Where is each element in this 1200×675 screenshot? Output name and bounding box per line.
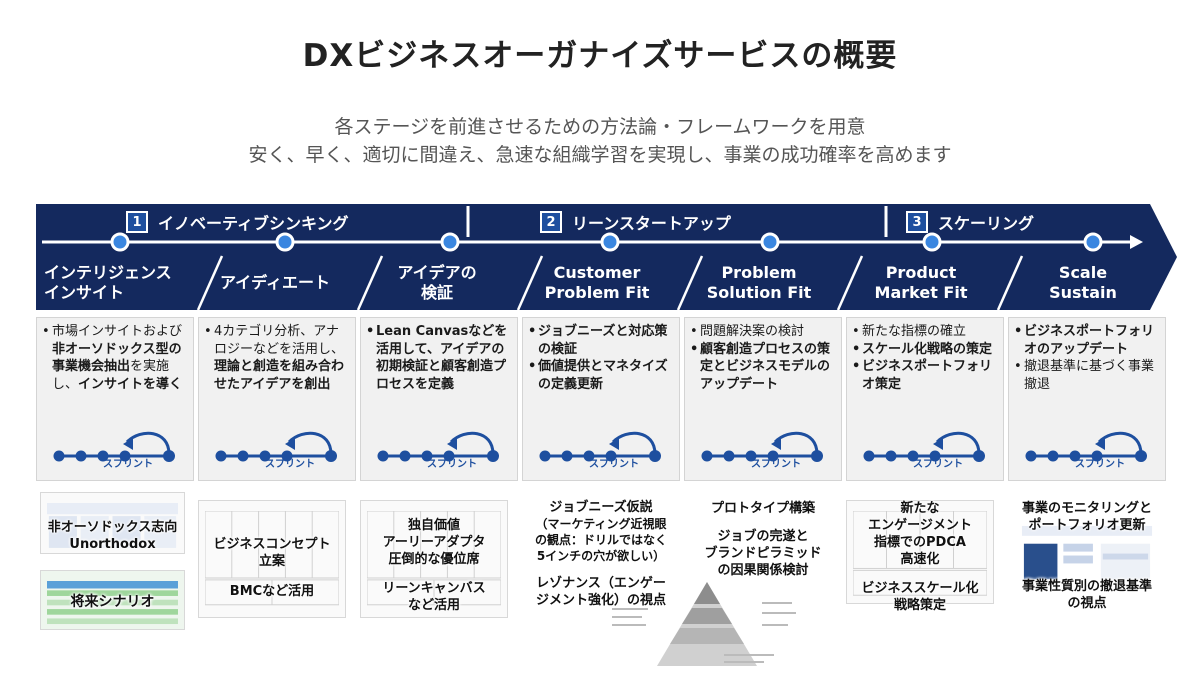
stage-panel-6: 新たな指標の確立 スケール化戦略の策定 ビジネスポートフォリオ策定 スプリント: [846, 317, 1004, 481]
page-title: DXビジネスオーガナイズサービスの概要: [302, 38, 898, 74]
caption-bmc: BMCなど活用: [229, 584, 315, 599]
stage-label-2: アイディエート: [219, 273, 331, 292]
phase-3-label: スケーリング: [938, 214, 1035, 233]
pyramid-note: [762, 602, 792, 604]
caption-prototype: プロトタイプ構築: [710, 501, 815, 516]
phase-2-label: リーンスタートアップ: [572, 214, 731, 233]
phase-2-number: 2: [540, 211, 562, 233]
phase-2: 2 リーンスタートアップ: [540, 211, 731, 233]
caption-business-concept: ビジネスコンセプト 立案: [213, 537, 331, 569]
caption-brand-pyramid: ジョブの完遂と ブランドピラミッド の因果関係検討: [704, 529, 822, 578]
stage-divider-3: [516, 255, 544, 311]
caption-scale-strategy: ビジネススケール化 戦略策定: [861, 581, 979, 613]
stage-panel-3: Lean Canvasなどを活用して、アイデアの初期検証と顧客創造プロセスを定義…: [360, 317, 518, 481]
milestone-dot-3: [440, 232, 460, 252]
stage-divider-2: [356, 255, 384, 311]
stage-divider-1: [196, 255, 224, 311]
panel-1-item-1: 市場インサイトおよび非オーソドックス型の事業機会抽出を実施し、インサイトを導く: [42, 323, 188, 393]
milestone-dot-2: [275, 232, 295, 252]
subtitle-line-2: 安く、早く、適切に間違え、急速な組織学習を実現し、事業の成功確率を高めます: [248, 144, 952, 166]
pyramid-note: [724, 654, 774, 656]
thumbnail-graphic: [205, 511, 339, 606]
caption-monitoring: 事業のモニタリングと ポートフォリオ更新: [1021, 501, 1152, 533]
caption-resonance: レゾナンス（エンゲー ジメント強化）の視点: [535, 576, 666, 608]
panel-6-item-3: ビジネスポートフォリオ策定: [852, 358, 998, 393]
thumbnail-graphic: [367, 511, 501, 606]
sprint-label: スプリント: [427, 459, 477, 470]
phase-1: 1 イノベーティブシンキング: [126, 211, 349, 233]
milestone-dot-6: [922, 232, 942, 252]
panel-7-item-2: 撤退基準に基づく事業撤退: [1014, 358, 1160, 393]
thumbnail-engagement: [846, 500, 994, 604]
process-banner: [36, 204, 1177, 311]
sprint-label: スプリント: [589, 459, 639, 470]
phase-3: 3 スケーリング: [906, 211, 1034, 233]
stage-panel-7: ビジネスポートフォリオのアップデート 撤退基準に基づく事業撤退 スプリント: [1008, 317, 1166, 481]
milestone-dot-7: [1083, 232, 1103, 252]
thumbnail-graphic: [47, 503, 178, 548]
panel-5-item-1: 問題解決案の検討: [690, 323, 836, 341]
caption-engagement-pdca: 新たな エンゲージメント 指標でのPDCA 高速化: [868, 501, 972, 567]
sprint-label: スプリント: [265, 459, 315, 470]
panel-3-item-1: Lean Canvasなどを活用して、アイデアの初期検証と顧客創造プロセスを定義: [366, 323, 512, 393]
thumbnail-graphic: [1021, 525, 1153, 580]
pyramid-note: [724, 661, 764, 663]
caption-unorthodox: 非オーソドックス志向 Unorthodox: [47, 520, 178, 552]
panel-6-item-1: 新たな指標の確立: [852, 323, 998, 341]
sprint-label: スプリント: [913, 459, 963, 470]
thumbnail-business-model-canvas: [198, 500, 346, 618]
sprint-label: スプリント: [751, 459, 801, 470]
pyramid-tier-2: [682, 608, 732, 624]
pyramid-tier-3: [670, 628, 744, 644]
sprint-label: スプリント: [1075, 459, 1125, 470]
stage-divider-6: [996, 255, 1024, 311]
stage-label-3: アイデアの検証: [397, 263, 477, 302]
stage-panel-5: 問題解決案の検討 顧客創造プロセスの策定とビジネスモデルのアップデート スプリン…: [684, 317, 842, 481]
stage-label-1: インテリジェンスインサイト: [44, 263, 172, 302]
panel-4-item-1: ジョブニーズと対応策の検証: [528, 323, 674, 358]
subtitle-line-1: 各ステージを前進させるための方法論・フレームワークを用意: [334, 116, 866, 138]
thumbnail-unorthodox: [40, 492, 185, 554]
thumbnail-graphic: [47, 581, 178, 625]
panel-6-item-2: スケール化戦略の策定: [852, 341, 998, 359]
stage-divider-5: [836, 255, 864, 311]
caption-lean-canvas: リーンキャンバス など活用: [382, 581, 486, 613]
thumbnail-portfolio: [1012, 514, 1162, 590]
thumbnail-future-scenario: [40, 570, 185, 630]
pyramid-note: [612, 608, 648, 610]
caption-exit-criteria: 事業性質別の撤退基準 の視点: [1021, 579, 1152, 611]
milestone-dot-4: [600, 232, 620, 252]
sprint-label: スプリント: [103, 459, 153, 470]
brand-pyramid-graphic: [612, 582, 796, 666]
milestone-dot-1: [110, 232, 130, 252]
stage-panel-2: 4カテゴリ分析、アナロジーなどを活用し、理論と創造を組み合わせたアイデアを創出 …: [198, 317, 356, 481]
panel-2-item-1: 4カテゴリ分析、アナロジーなどを活用し、理論と創造を組み合わせたアイデアを創出: [204, 323, 350, 393]
phase-1-label: イノベーティブシンキング: [158, 214, 349, 233]
pyramid-note: [762, 624, 788, 626]
banner-arrow-shape: [36, 204, 1177, 310]
panel-4-item-2: 価値提供とマネタイズの定義更新: [528, 358, 674, 393]
stage-panel-1: 市場インサイトおよび非オーソドックス型の事業機会抽出を実施し、インサイトを導く …: [36, 317, 194, 481]
phase-3-number: 3: [906, 211, 928, 233]
stage-panel-4: ジョブニーズと対応策の検証 価値提供とマネタイズの定義更新 スプリント: [522, 317, 680, 481]
pyramid-note: [612, 624, 646, 626]
thumbnail-lean-canvas: [360, 500, 508, 618]
milestone-dot-5: [760, 232, 780, 252]
thumbnail-graphic: [853, 511, 987, 596]
timeline-arrowhead: [1130, 235, 1143, 249]
pyramid-tier-1: [694, 582, 720, 604]
stage-divider-4: [676, 255, 704, 311]
panel-7-item-1: ビジネスポートフォリオのアップデート: [1014, 323, 1160, 358]
caption-unique-value: 独自価値 アーリーアダプタ 圧倒的な優位席: [382, 518, 486, 567]
caption-future-scenario: 将来シナリオ: [70, 594, 155, 610]
phase-1-number: 1: [126, 211, 148, 233]
caption-job-needs: ジョブニーズ仮説 （マーケティング近視眼 の観点：ドリルではなく 5インチの穴が…: [534, 500, 667, 563]
panel-5-item-2: 顧客創造プロセスの策定とビジネスモデルのアップデート: [690, 341, 836, 394]
pyramid-note: [762, 612, 796, 614]
pyramid-note: [612, 616, 642, 618]
